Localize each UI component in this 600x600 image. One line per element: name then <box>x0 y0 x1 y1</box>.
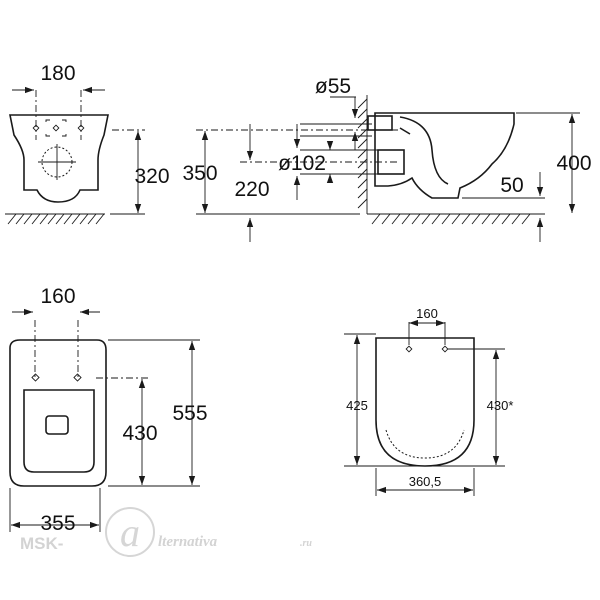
dim-220: 220 <box>234 178 269 201</box>
front-bowl-outline <box>9 114 109 203</box>
dim-seat-width: 360,5 <box>409 474 442 489</box>
top-fixing-holes <box>31 373 82 382</box>
dim-front-height: 320 <box>134 165 169 188</box>
dim-seat-hole-spacing: 160 <box>416 306 438 321</box>
dim-front-width: 180 <box>40 62 75 85</box>
seat-view: 160 425 430* 360,5 <box>344 306 513 496</box>
floor-hatch <box>7 213 105 225</box>
dim-top-430: 430 <box>122 422 157 445</box>
watermark-prefix: MSK- <box>20 534 63 553</box>
dim-top-hole-spacing: 160 <box>40 285 75 308</box>
seat-inner-dotted <box>385 429 465 459</box>
dim-top-width: 355 <box>40 512 75 535</box>
dim-50: 50 <box>500 174 523 197</box>
dim-top-555: 555 <box>172 402 207 425</box>
watermark-suffix: lternativa <box>158 534 218 550</box>
dim-400: 400 <box>556 152 591 175</box>
inlet-fitting <box>367 115 393 131</box>
watermark-logo-letter: a <box>120 510 140 555</box>
watermark: MSK- a lternativa .ru <box>20 507 312 557</box>
dim-seat-430: 430* <box>487 398 514 413</box>
watermark-tld: .ru <box>300 538 312 549</box>
top-bowl-outline <box>9 339 107 487</box>
seat-outline <box>375 337 475 467</box>
dim-350: 350 <box>182 162 217 185</box>
seat-fixing-holes <box>405 345 449 353</box>
dim-seat-425: 425 <box>346 398 368 413</box>
side-floor-hatch <box>371 213 531 225</box>
front-view: 180 320 <box>5 62 170 225</box>
side-view: ø55 ø102 350 220 400 50 <box>182 75 592 242</box>
dim-outlet-diameter: ø102 <box>278 152 326 175</box>
fixing-hole-marks <box>32 119 85 137</box>
top-view: 160 430 555 355 <box>9 285 208 535</box>
dim-pipe-diameter: ø55 <box>315 75 351 98</box>
side-bowl-outline <box>374 112 515 199</box>
wall-hatch <box>357 98 368 209</box>
